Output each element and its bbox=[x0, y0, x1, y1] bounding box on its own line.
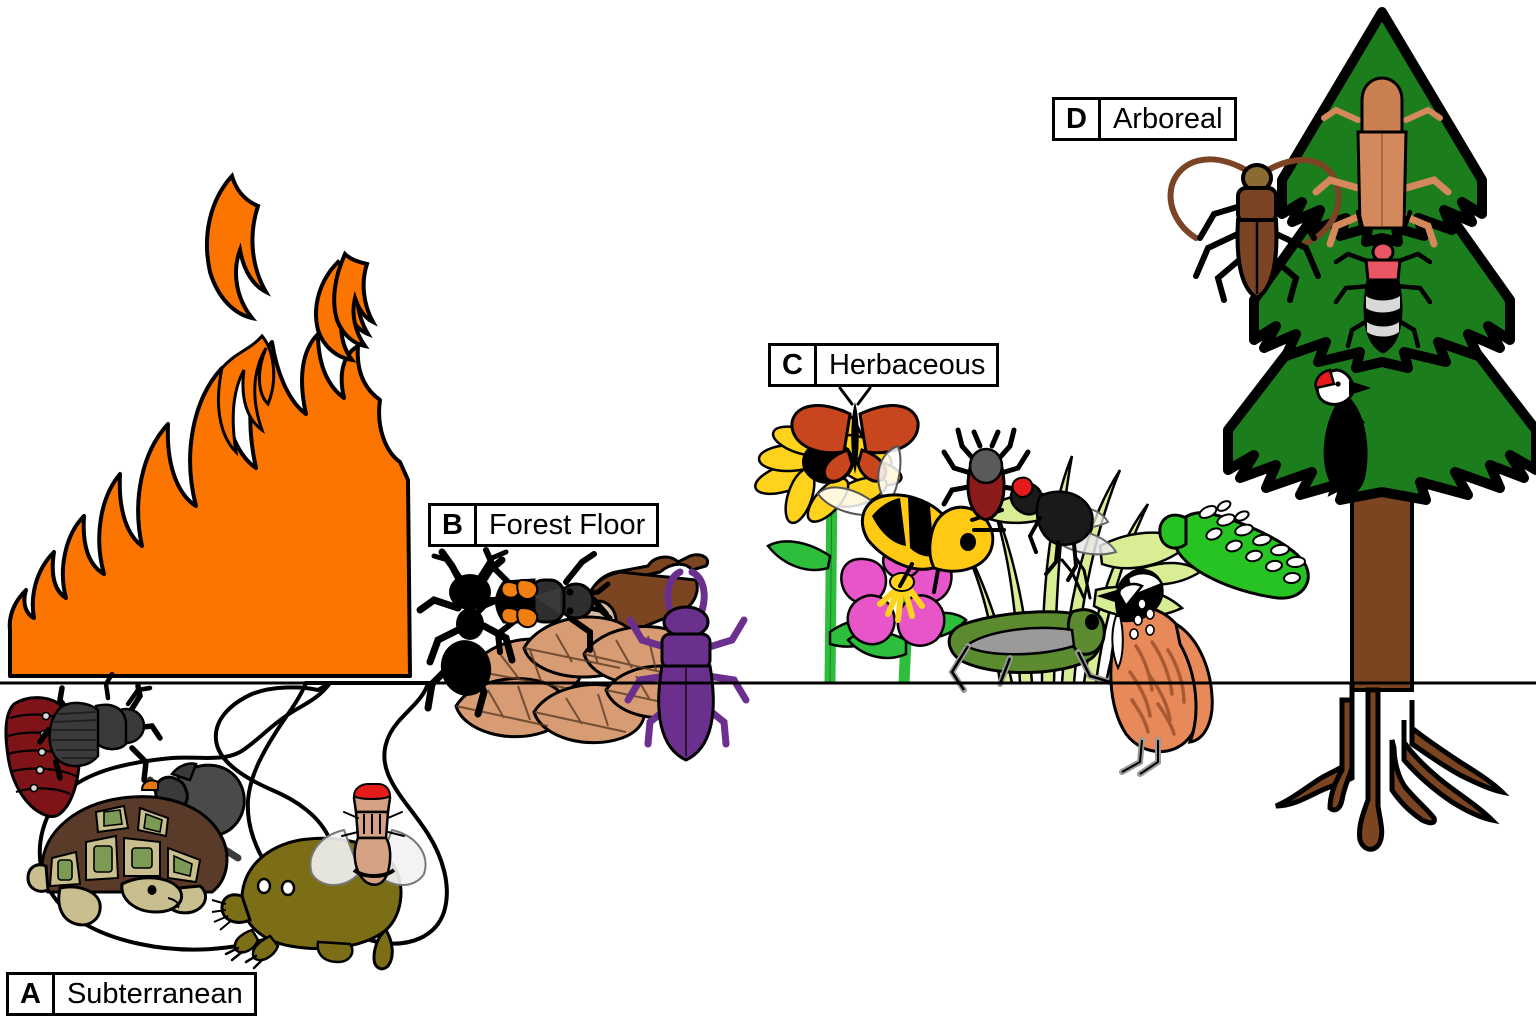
panel-title-b: Forest Floor bbox=[488, 508, 646, 541]
darkling-antennae bbox=[103, 671, 153, 707]
butterfly bbox=[790, 386, 920, 483]
grasshopper-head bbox=[1066, 608, 1106, 656]
stag-beetle-pronotum bbox=[660, 632, 712, 670]
scarab-clypeus bbox=[140, 779, 159, 791]
bumblebee bbox=[816, 444, 1006, 594]
panel-title-d: Arboreal bbox=[1112, 102, 1223, 135]
longhorn-pronotum bbox=[1236, 186, 1278, 224]
panel-letter-c: C bbox=[771, 346, 817, 384]
checkered-beetle bbox=[1333, 209, 1433, 354]
tree-roots bbox=[1274, 683, 1510, 852]
gopher-eye bbox=[256, 877, 272, 895]
panel-label-c: C Herbaceous bbox=[768, 343, 1000, 387]
woodpecker-tail bbox=[1327, 463, 1358, 502]
caterpillar-tufts bbox=[1198, 500, 1306, 585]
butterfly-body bbox=[851, 402, 859, 474]
fly-wing-left bbox=[309, 828, 362, 887]
wildfire bbox=[7, 172, 412, 678]
checkered-beetle-elytra bbox=[1363, 278, 1403, 354]
fire-flame-left bbox=[204, 172, 272, 322]
longhorn-beetle bbox=[1167, 156, 1342, 303]
gopher-tortoise bbox=[26, 795, 229, 927]
panel-title-c: Herbaceous bbox=[828, 348, 986, 381]
burying-beetle bbox=[475, 547, 613, 655]
butterfly-wing-left-lower bbox=[822, 448, 854, 483]
tortoise-eye bbox=[147, 885, 157, 895]
panel-label-d: D Arboreal bbox=[1052, 97, 1237, 141]
fire-main-mass bbox=[7, 332, 412, 678]
fire-flame-small bbox=[332, 250, 378, 349]
caterpillar bbox=[1158, 500, 1310, 600]
darkling-pronotum bbox=[94, 703, 128, 751]
ant-head bbox=[449, 574, 491, 610]
fly-thorax bbox=[1035, 490, 1094, 546]
tortoise-scute-centers bbox=[57, 809, 193, 881]
quail-plumage-marks bbox=[1128, 640, 1186, 736]
gopher-tail bbox=[372, 927, 394, 971]
burying-beetle-orange-bands bbox=[500, 578, 539, 628]
stag-beetle bbox=[624, 568, 750, 762]
tortoise-leg bbox=[57, 885, 102, 927]
panel-letter-b: B bbox=[431, 506, 477, 544]
gopher-hind-foot bbox=[316, 940, 354, 964]
tick-scutum bbox=[968, 447, 1004, 485]
bee-wing-rear bbox=[877, 444, 902, 504]
butterfly-wing-left-upper bbox=[790, 404, 852, 455]
burrow-outline-right bbox=[245, 681, 449, 946]
ant-thorax bbox=[456, 608, 484, 640]
woodpecker bbox=[1314, 368, 1372, 502]
panel-label-a: A Subterranean bbox=[6, 972, 257, 1016]
fly-eyes bbox=[352, 783, 392, 800]
black-fly bbox=[1009, 476, 1118, 582]
darkling-beetle bbox=[37, 671, 163, 783]
quail-bill bbox=[1096, 588, 1122, 604]
bee-eye bbox=[960, 533, 976, 551]
gopher-claws bbox=[224, 946, 264, 970]
caterpillar-head bbox=[1158, 513, 1188, 550]
fly-eye bbox=[1011, 476, 1034, 498]
woodpecker-crest bbox=[1314, 368, 1336, 390]
fly bbox=[309, 783, 427, 887]
gopher-snout bbox=[220, 893, 252, 924]
tortoise-front-leg bbox=[26, 863, 50, 893]
burrow-outline-left bbox=[37, 681, 338, 952]
butterfly-wing-right-upper bbox=[858, 404, 920, 455]
tree-foliage bbox=[1223, 7, 1536, 505]
panel-letter-d: D bbox=[1055, 100, 1101, 138]
fly-legs bbox=[341, 811, 405, 837]
gopher-whiskers bbox=[211, 899, 233, 931]
panel-label-b: B Forest Floor bbox=[428, 503, 660, 547]
gopher-ear bbox=[280, 879, 296, 897]
bobwhite-quail bbox=[1096, 569, 1214, 777]
panel-title-a: Subterranean bbox=[66, 977, 243, 1010]
coneflower-leaf-left bbox=[766, 540, 832, 572]
quail-flank-spots bbox=[1129, 598, 1155, 640]
click-beetle-pronotum bbox=[1360, 76, 1404, 134]
fly-thorax-stripes bbox=[363, 814, 381, 834]
grasshopper-eye bbox=[1085, 614, 1099, 630]
panel-letter-a: A bbox=[9, 975, 55, 1013]
click-beetle bbox=[1312, 76, 1452, 248]
conifer-tree bbox=[1223, 7, 1536, 852]
grasshopper bbox=[947, 556, 1113, 693]
woodpecker-bill bbox=[1349, 380, 1372, 396]
